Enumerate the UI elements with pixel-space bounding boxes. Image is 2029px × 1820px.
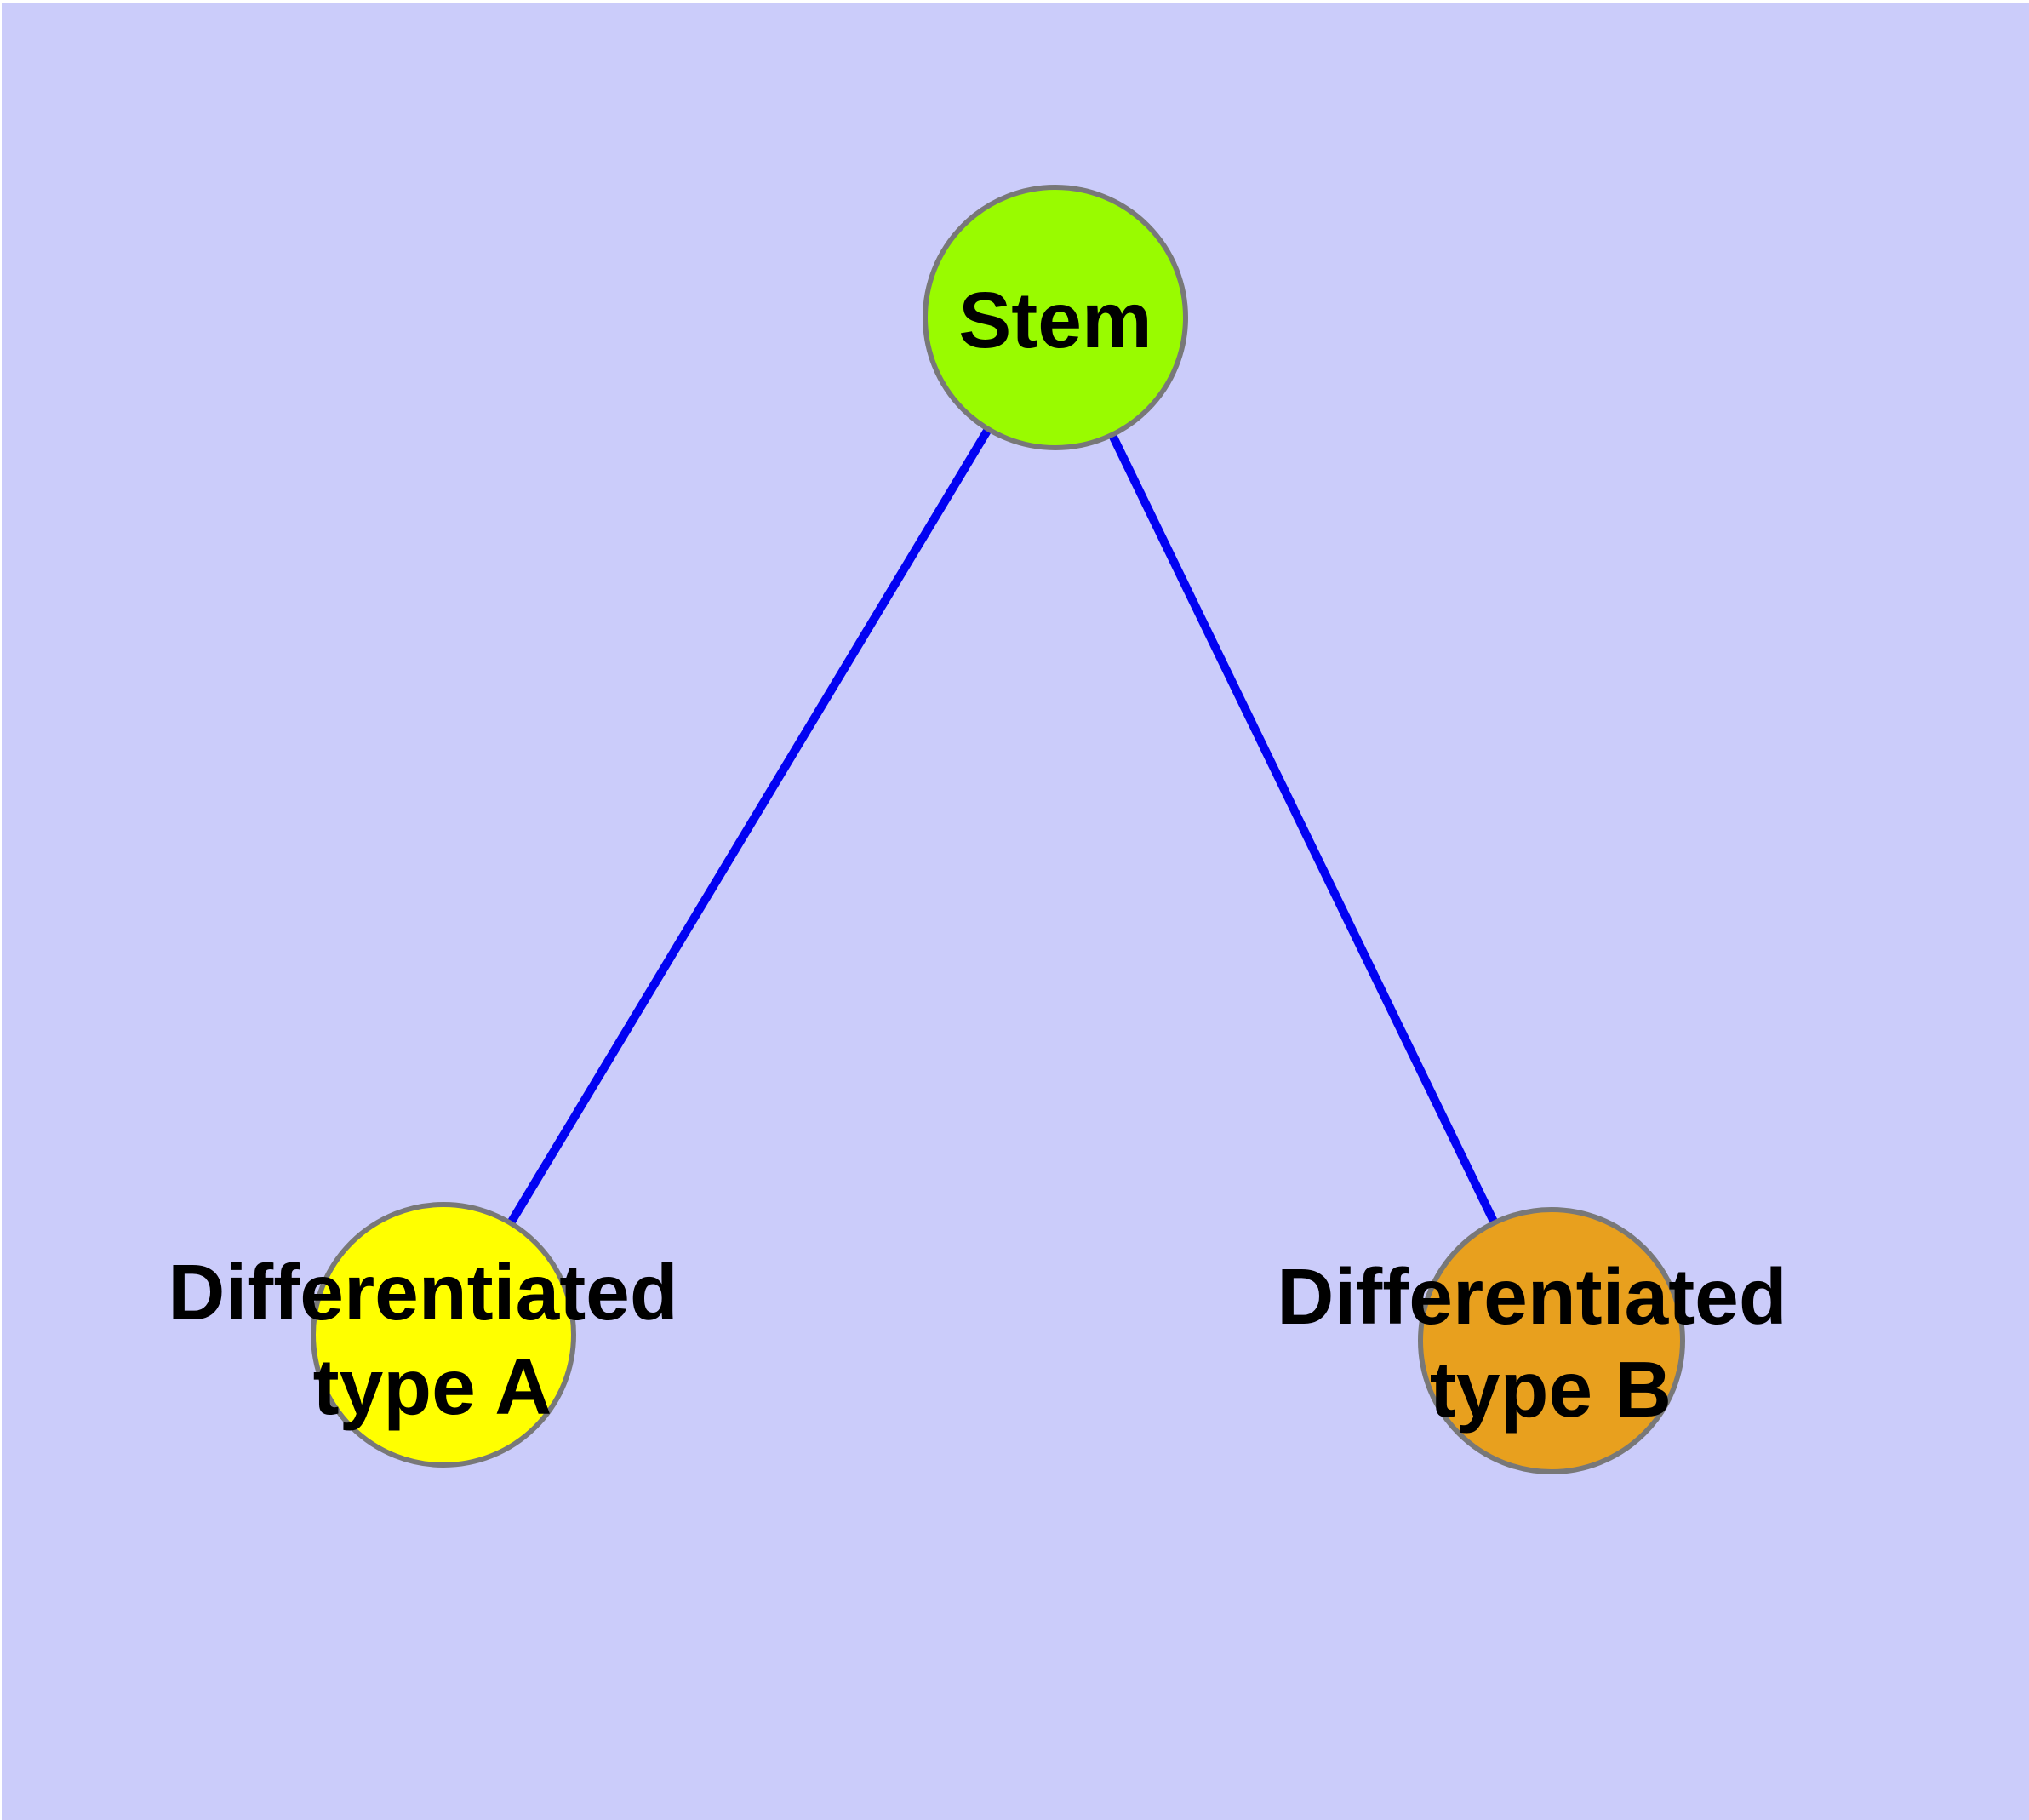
differentiated-type-b-node-circle <box>1418 1207 1685 1474</box>
stem-node-label: Stem <box>958 276 1152 364</box>
stem-node-circle <box>923 185 1188 450</box>
differentiated-type-a-label-line1: Differentiated <box>168 1248 677 1336</box>
edge-stem-to-differentiated-type-a <box>439 315 1060 1337</box>
differentiated-type-a-node-circle <box>311 1202 576 1468</box>
differentiated-type-b-label-line2: type B <box>1430 1345 1672 1434</box>
edge-stem-to-differentiated-type-b <box>1051 315 1556 1343</box>
differentiated-type-b-label-line1: Differentiated <box>1277 1252 1786 1341</box>
differentiated-type-a-label-line2: type A <box>313 1342 552 1431</box>
